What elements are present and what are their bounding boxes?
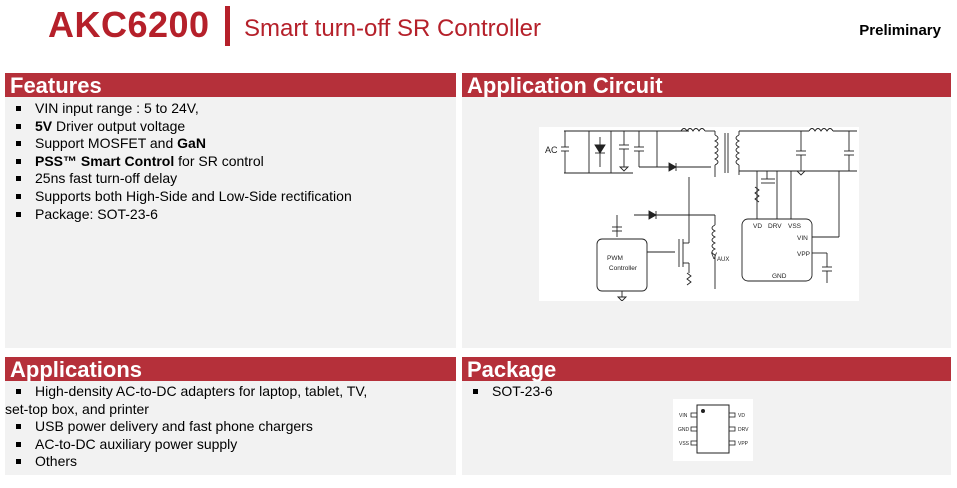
pin-vpp-label: VPP — [797, 251, 810, 258]
application-item: High-density AC-to-DC adapters for lapto… — [5, 383, 375, 418]
application-item: Others — [5, 453, 375, 471]
feature-item: Supports both High-Side and Low-Side rec… — [5, 188, 456, 206]
applications-list: High-density AC-to-DC adapters for lapto… — [5, 383, 375, 471]
pin-vss-label: VSS — [788, 223, 802, 230]
feature-item: PSS™ Smart Control for SR control — [5, 153, 456, 171]
pkg-pin-vd: VD — [738, 413, 745, 419]
application-circuit-panel: Application Circuit — [462, 73, 951, 348]
applications-panel: Applications High-density AC-to-DC adapt… — [5, 357, 456, 475]
pin-vd-label: VD — [753, 223, 762, 230]
page-subtitle: Smart turn-off SR Controller — [244, 15, 541, 42]
vaux-label: VAUX — [711, 251, 729, 263]
features-heading: Features — [5, 73, 456, 98]
ac-label: AC — [545, 145, 558, 155]
pwm-label-1: PWM — [607, 255, 623, 262]
feature-item: 5V Driver output voltage — [5, 118, 456, 136]
package-item: SOT-23-6 — [462, 383, 951, 401]
feature-item: Package: SOT-23-6 — [5, 206, 456, 224]
title-divider — [225, 6, 230, 46]
package-list: SOT-23-6 — [462, 383, 951, 401]
part-number: AKC6200 — [48, 4, 210, 45]
feature-item: Support MOSFET and GaN — [5, 135, 456, 153]
pkg-pin-vss: VSS — [679, 441, 690, 447]
application-circuit-diagram: AC VAUX PWM Controller VD DRV VSS VIN VP… — [539, 127, 859, 301]
pkg-pin-vpp: VPP — [738, 441, 749, 447]
sot23-6-pinout-diagram: VIN GND VSS VD DRV VPP — [673, 399, 753, 461]
status-label: Preliminary — [859, 22, 941, 39]
feature-item: VIN input range : 5 to 24V, — [5, 100, 456, 118]
features-list: VIN input range : 5 to 24V, 5V Driver ou… — [5, 100, 456, 223]
pkg-pin-gnd: GND — [678, 427, 690, 433]
application-item: AC-to-DC auxiliary power supply — [5, 436, 375, 454]
applications-heading: Applications — [5, 357, 456, 382]
application-item: USB power delivery and fast phone charge… — [5, 418, 375, 436]
pin-gnd-label: GND — [772, 273, 787, 280]
pin-drv-label: DRV — [768, 223, 782, 230]
feature-item: 25ns fast turn-off delay — [5, 170, 456, 188]
package-heading: Package — [462, 357, 951, 382]
package-panel: Package SOT-23-6 VIN GND VSS VD DRV VPP — [462, 357, 951, 475]
application-circuit-heading: Application Circuit — [462, 73, 951, 98]
title-row: AKC6200 Smart turn-off SR Controller Pre… — [0, 0, 957, 60]
pkg-pin-drv: DRV — [738, 427, 749, 433]
pwm-label-2: Controller — [609, 265, 638, 272]
features-panel: Features VIN input range : 5 to 24V, 5V … — [5, 73, 456, 348]
pkg-pin-vin: VIN — [679, 413, 688, 419]
pin-vin-label: VIN — [797, 235, 808, 242]
